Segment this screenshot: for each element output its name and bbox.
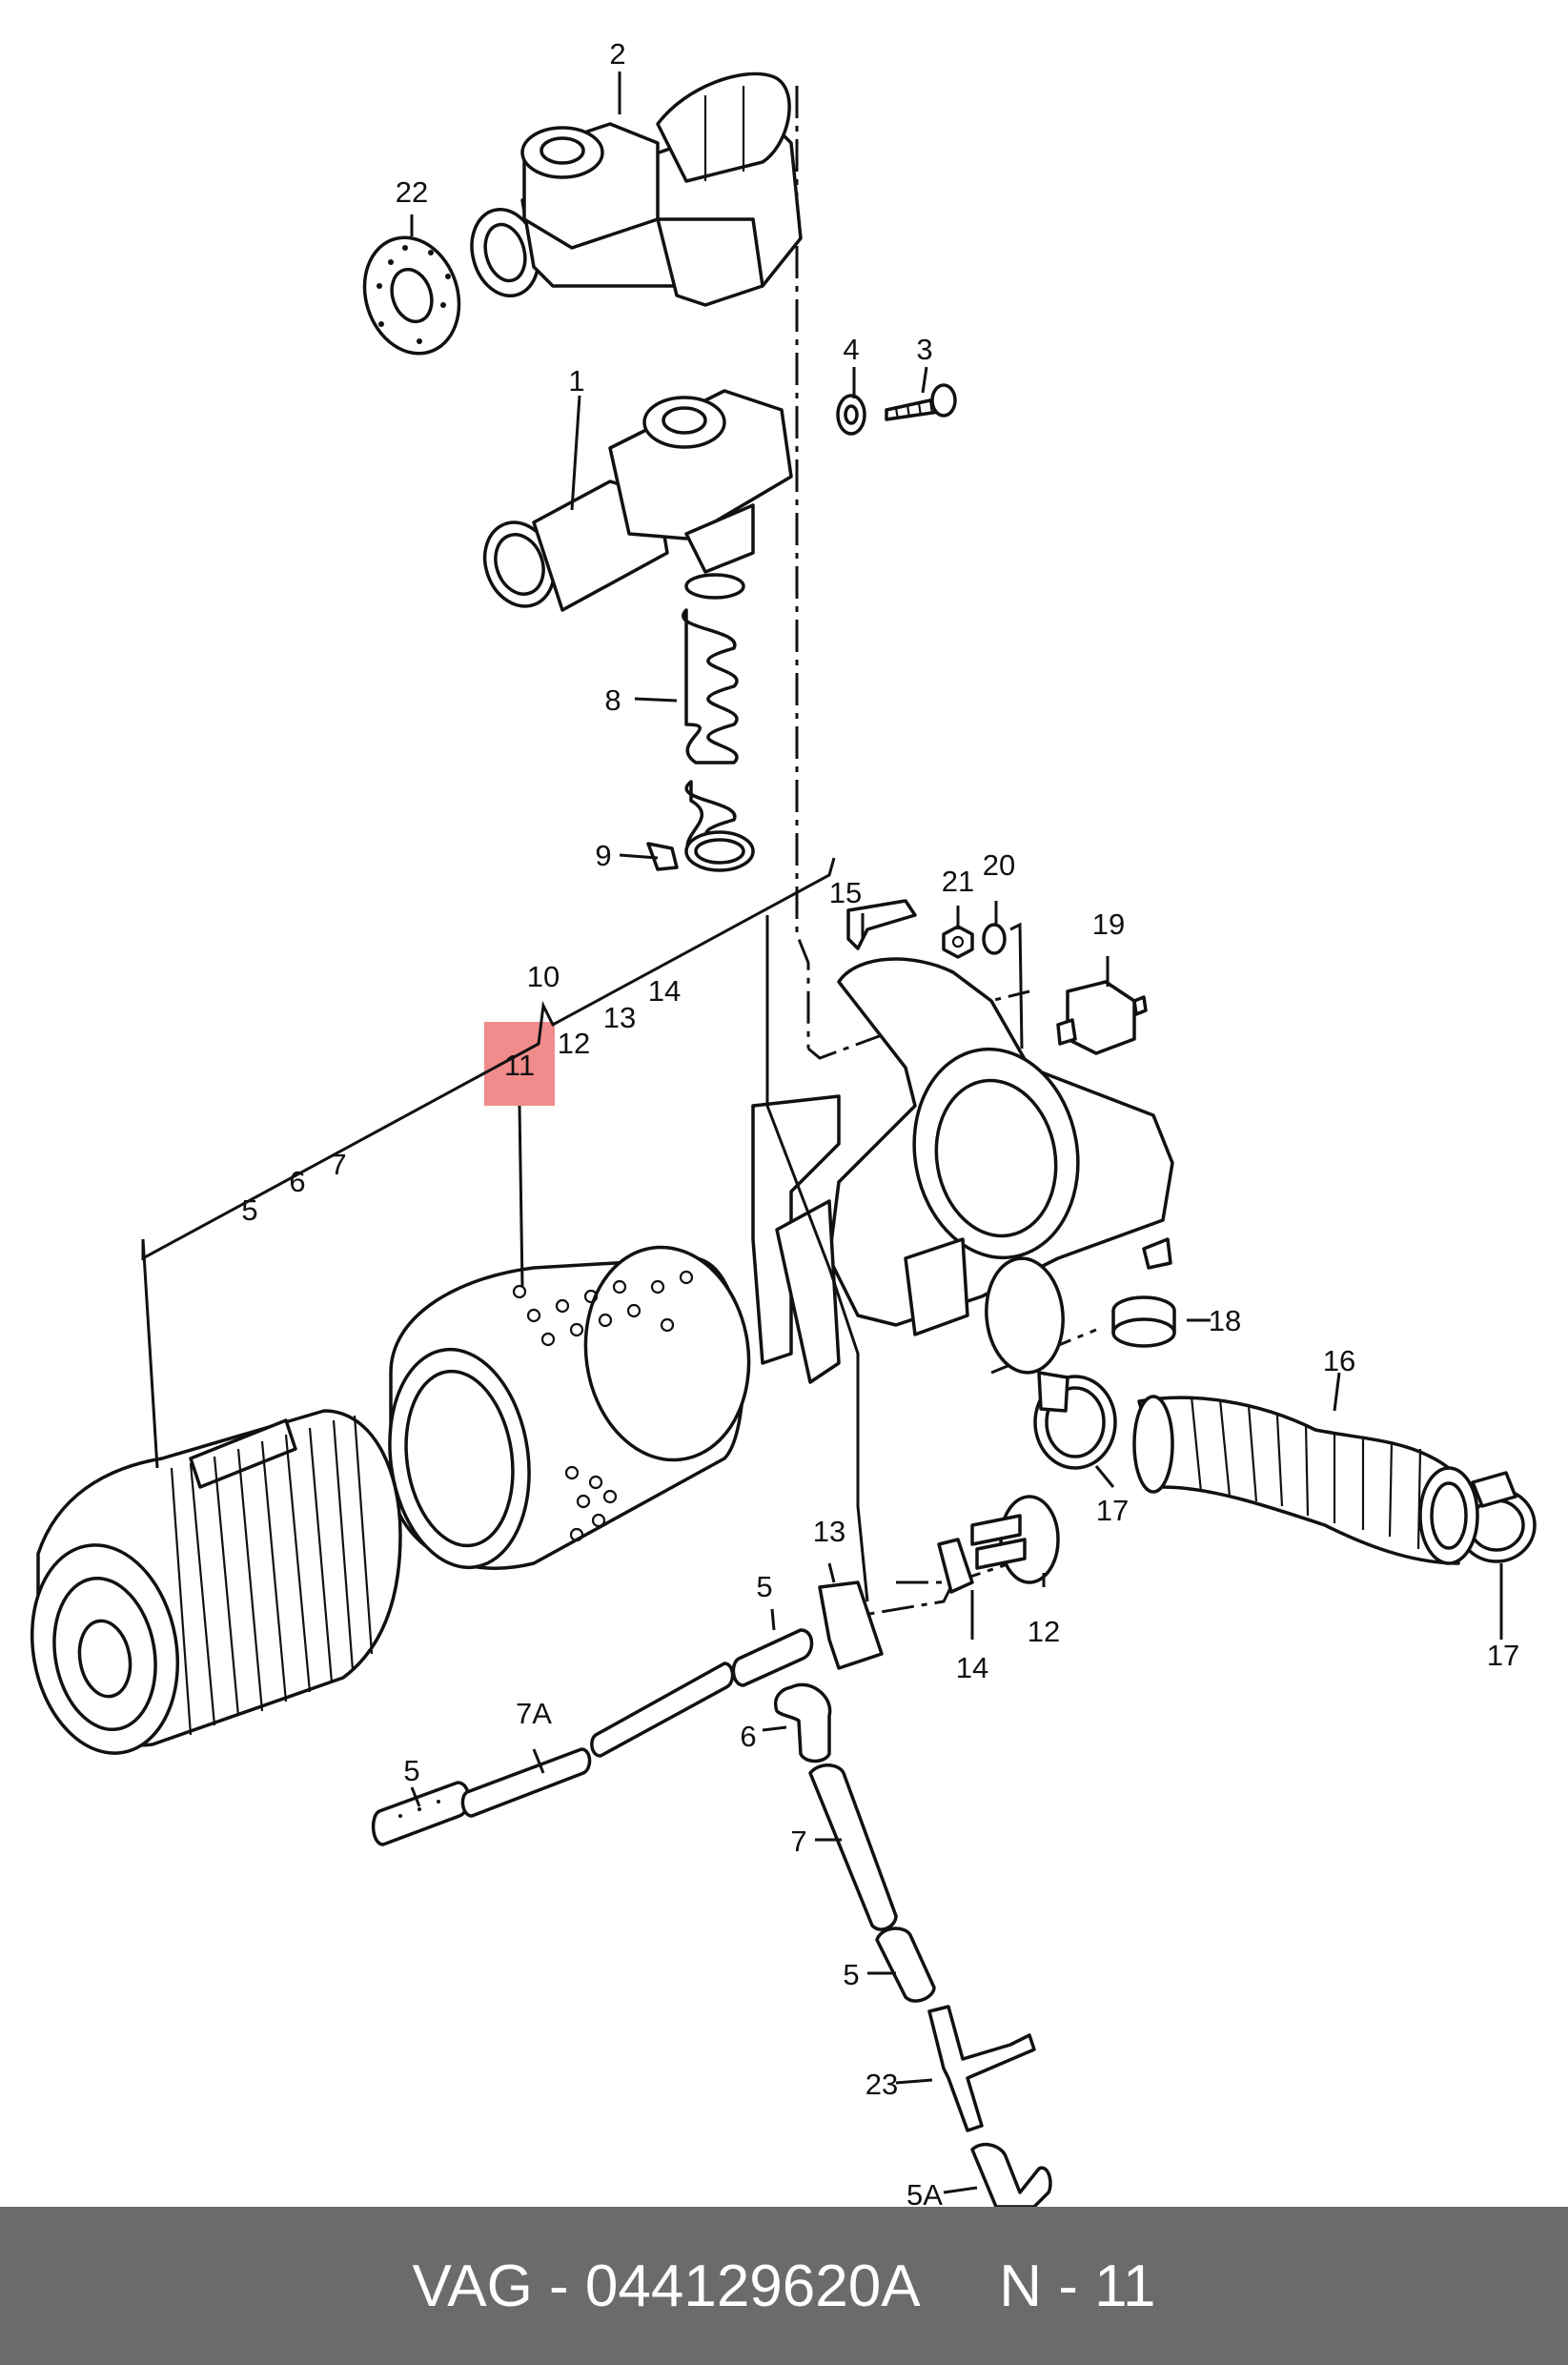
footer-part-number: VAG - 044129620A N - 11 [412, 2253, 1156, 2319]
label-part-13-kit: 13 [603, 1001, 636, 1034]
label-part-8: 8 [604, 683, 621, 717]
part-5-hose-lower [875, 1927, 936, 2003]
label-part-20: 20 [983, 848, 1015, 882]
part-6-elbow [774, 1682, 832, 1764]
label-part-12: 12 [1028, 1615, 1060, 1648]
label-part-13: 13 [813, 1515, 845, 1548]
label-part-16: 16 [1323, 1344, 1355, 1377]
air-cleaner-lower-housing [751, 957, 1174, 1384]
part-11-filter-element [388, 1245, 751, 1570]
label-part-5-kit: 5 [241, 1193, 257, 1227]
label-part-18: 18 [1209, 1304, 1241, 1337]
assembly-center-line [795, 86, 810, 1049]
part-9-clamp [646, 830, 755, 872]
label-part-22: 22 [396, 175, 428, 209]
air-cleaner-upper-housing [30, 1409, 402, 1755]
kit-bracket-drop-2 [1009, 922, 1024, 1050]
label-part-5a: 5A [906, 2178, 943, 2207]
part-8-bellows [682, 573, 745, 860]
label-part-2: 2 [609, 37, 625, 71]
part-20-washer [982, 923, 1007, 955]
exploded-parts-diagram: 2 22 4 3 1 8 9 15 21 20 19 10 14 13 12 1… [30, 37, 1537, 2207]
label-part-14: 14 [956, 1651, 988, 1684]
label-part-5-lower: 5 [843, 1958, 859, 1991]
label-part-11: 11 [504, 1049, 535, 1082]
part-13-bracket [818, 1580, 884, 1670]
part-14-bracket [937, 1538, 974, 1594]
part-21-nut [942, 925, 974, 959]
label-part-10: 10 [527, 960, 560, 993]
part-5a-elbow-hose [970, 2142, 1052, 2207]
label-part-5-hose-top: 5 [756, 1570, 772, 1603]
label-part-17-clamp: 17 [1096, 1494, 1129, 1527]
label-part-6: 6 [740, 1720, 756, 1753]
part-19-rubber-mount [1056, 980, 1148, 1055]
label-part-7-kit: 7 [330, 1148, 346, 1181]
label-part-3: 3 [916, 333, 932, 366]
highlight-box-part-11 [484, 1022, 555, 1106]
label-part-14-kit: 14 [648, 974, 681, 1008]
part-1-intake-housing [482, 389, 793, 612]
part-2-throttle-body [470, 71, 803, 307]
part-17-clamp-left [1033, 1371, 1117, 1470]
label-part-19: 19 [1092, 907, 1125, 941]
label-part-17-right: 17 [1487, 1639, 1519, 1672]
label-part-9: 9 [595, 839, 611, 872]
part-7a-pipe [460, 1662, 735, 1818]
label-part-15: 15 [829, 876, 862, 909]
part-7-pipe [808, 1764, 898, 1931]
label-part-5-left: 5 [403, 1754, 419, 1787]
kit-bracket-line [141, 857, 836, 1469]
part-18-grommet [1111, 1295, 1176, 1348]
label-part-6-kit: 6 [289, 1165, 305, 1198]
part-4-washer [836, 394, 866, 436]
part-16-intake-hose [1132, 1395, 1479, 1565]
part-5-hose-left [371, 1781, 471, 1846]
footer-bar: VAG - 044129620A N - 11 [0, 2207, 1568, 2365]
kit-bracket-drop [765, 915, 869, 1602]
label-part-7: 7 [790, 1825, 806, 1858]
leader-lines [410, 71, 1503, 2194]
label-part-21: 21 [942, 865, 974, 898]
label-part-23: 23 [865, 2068, 898, 2101]
label-part-1: 1 [568, 364, 584, 398]
part-22-gasket [362, 235, 461, 356]
part-12-sensor [970, 1495, 1060, 1584]
label-part-4: 4 [843, 333, 859, 366]
part-23-tee-fitting [927, 2005, 1036, 2132]
part-3-screw [885, 383, 957, 421]
part-5-hose-top [731, 1628, 814, 1687]
part-15-clip [846, 899, 917, 950]
label-part-7a: 7A [516, 1697, 552, 1730]
label-part-12-kit: 12 [558, 1027, 590, 1060]
